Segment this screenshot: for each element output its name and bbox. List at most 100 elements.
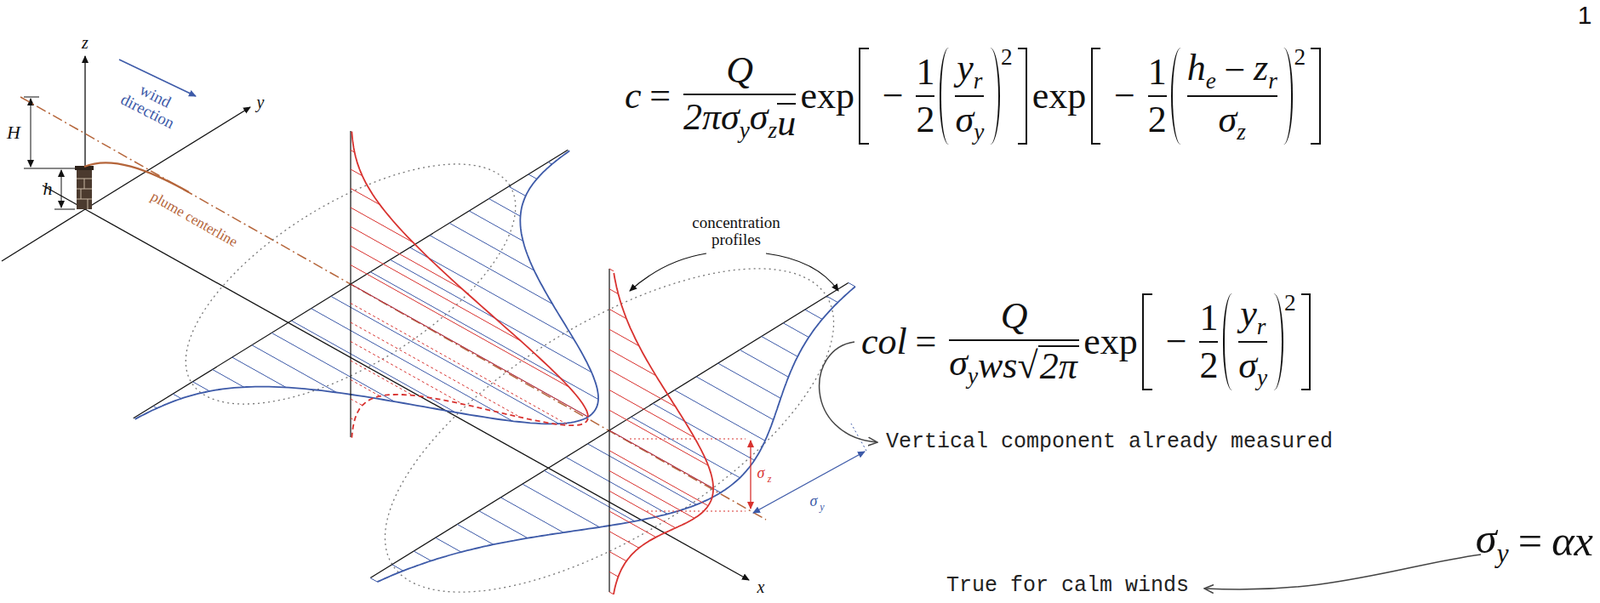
left-bracket: [1142, 293, 1153, 391]
sigma-subscript: y: [819, 502, 824, 514]
formula-symbol: exp: [800, 75, 855, 117]
formula-row: σy=αx: [1475, 515, 1594, 569]
fraction: Qσyws√2π: [948, 296, 1080, 389]
formula-symbol: σ: [749, 96, 769, 138]
column-formula: col=Qσyws√2πexp−12yrσy2: [861, 293, 1316, 391]
bracket-group: −12yrσy2: [858, 47, 1028, 145]
formula-symbol: Q: [725, 50, 754, 92]
formula-symbol: y: [739, 117, 750, 143]
callout-label: concentration profiles: [672, 214, 800, 249]
bracket-group: −12he−zrσz2: [1091, 47, 1321, 145]
formula-symbol: z: [768, 117, 778, 143]
formula-symbol: 2πσ: [683, 96, 740, 138]
formula-row: −12he−zrσz2: [1105, 47, 1306, 145]
numerator: 1: [915, 51, 935, 93]
formula-symbol: 2: [1148, 99, 1167, 141]
fraction-bar: [954, 95, 984, 98]
sigma-y-arrow: [753, 451, 865, 514]
page-number: 1: [1577, 1, 1593, 29]
subscripted: yr: [956, 47, 983, 94]
formula-row: σyws√2π: [948, 342, 1080, 389]
formula-symbol: 2: [1000, 44, 1013, 70]
concentration-formula: c=Q2πσyσzuexp−12yrσy2exp−12he−zrσz2: [624, 47, 1326, 145]
denominator: 2πσyσzu: [683, 97, 796, 143]
formula-symbol: y: [973, 119, 984, 145]
chimney-stack: [74, 165, 94, 210]
superscripted: he−zrσz2: [1171, 47, 1306, 145]
formula-symbol: σ: [1238, 344, 1258, 387]
formula-symbol: 1: [915, 51, 935, 93]
formula-symbol: y: [967, 363, 978, 389]
note-arrow: [1205, 554, 1481, 590]
plume-section: [336, 205, 883, 603]
sigma-label: σ: [757, 465, 766, 482]
numerator: Q: [1000, 296, 1029, 338]
subscripted: σy: [1475, 515, 1509, 569]
numerator: he−zr: [1187, 47, 1278, 94]
formula-symbol: 2: [1199, 345, 1218, 387]
right-bracket: [1017, 47, 1029, 145]
formula-symbol: c: [624, 75, 642, 117]
fraction-bar: [683, 93, 796, 96]
right-bracket: [1301, 293, 1312, 391]
formula-symbol: y: [956, 46, 974, 89]
sigma-label: σ: [810, 493, 818, 510]
fraction: 12: [915, 51, 935, 141]
formula-symbol: ws: [977, 345, 1018, 387]
denominator: 2: [1199, 345, 1218, 387]
formula-symbol: exp: [1083, 321, 1138, 363]
formula-symbol: z: [1236, 119, 1246, 145]
leader-line: [765, 253, 839, 292]
numerator: 1: [1148, 51, 1167, 93]
denominator: σz: [1218, 99, 1246, 146]
formula-symbol: σ: [1475, 514, 1498, 563]
left-paren: [1171, 47, 1182, 145]
formula-row: col=Qσyws√2πexp−12yrσy2: [861, 293, 1316, 391]
fraction-bar: [948, 339, 1080, 342]
overbar: u: [777, 102, 796, 142]
dimension-label: h: [43, 178, 53, 199]
right-paren: [1283, 47, 1294, 145]
formula-symbol: σ: [948, 342, 968, 384]
formula-symbol: −: [882, 75, 904, 117]
axes: [1, 56, 749, 581]
subscripted: σz: [749, 97, 778, 143]
formula-symbol: Q: [1000, 296, 1029, 338]
numerator: 1: [1199, 297, 1218, 339]
formula-symbol: 2π: [1040, 345, 1078, 388]
formula-symbol: σ: [1218, 98, 1238, 141]
formula-symbol: −: [1114, 75, 1136, 117]
right-paren: [989, 47, 1000, 145]
right-paren: [1273, 293, 1284, 391]
left-bracket: [858, 47, 869, 145]
left-bracket: [1091, 47, 1102, 145]
left-paren: [1222, 293, 1234, 391]
fraction: 12: [1199, 297, 1218, 387]
radicand: 2π: [1038, 345, 1080, 387]
formula-row: c=Q2πσyσzuexp−12yrσy2exp−12he−zrσz2: [624, 47, 1326, 145]
formula-row: he−zr: [1187, 47, 1278, 94]
denominator: 2: [915, 99, 935, 141]
formula-symbol: y: [1257, 365, 1268, 391]
formula-symbol: r: [1257, 314, 1267, 340]
formula-row: −12yrσy2: [1157, 293, 1297, 391]
axis-label: z: [81, 34, 89, 52]
left-paren: [939, 47, 950, 145]
paren-group: he−zrσz: [1171, 47, 1293, 145]
formula-symbol: =: [649, 75, 671, 117]
dimension-label: H: [6, 122, 21, 143]
denominator: σy: [954, 99, 984, 146]
square-root: √2π: [1017, 345, 1080, 387]
sigma-subscript: z: [767, 474, 772, 486]
subscripted: 2πσy: [683, 97, 750, 143]
concentration-profiles: [133, 131, 856, 595]
right-bracket: [1310, 47, 1321, 145]
formula-symbol: y: [1240, 292, 1258, 335]
fraction-bar: [1199, 341, 1218, 343]
leader-line: [629, 253, 707, 292]
sigma-z-arrow: [749, 440, 751, 509]
formula-row: −12yrσy2: [874, 47, 1013, 145]
formula-symbol: 2: [1294, 44, 1307, 70]
formula-symbol: 2: [915, 99, 935, 141]
formula-symbol: h: [1187, 46, 1206, 89]
